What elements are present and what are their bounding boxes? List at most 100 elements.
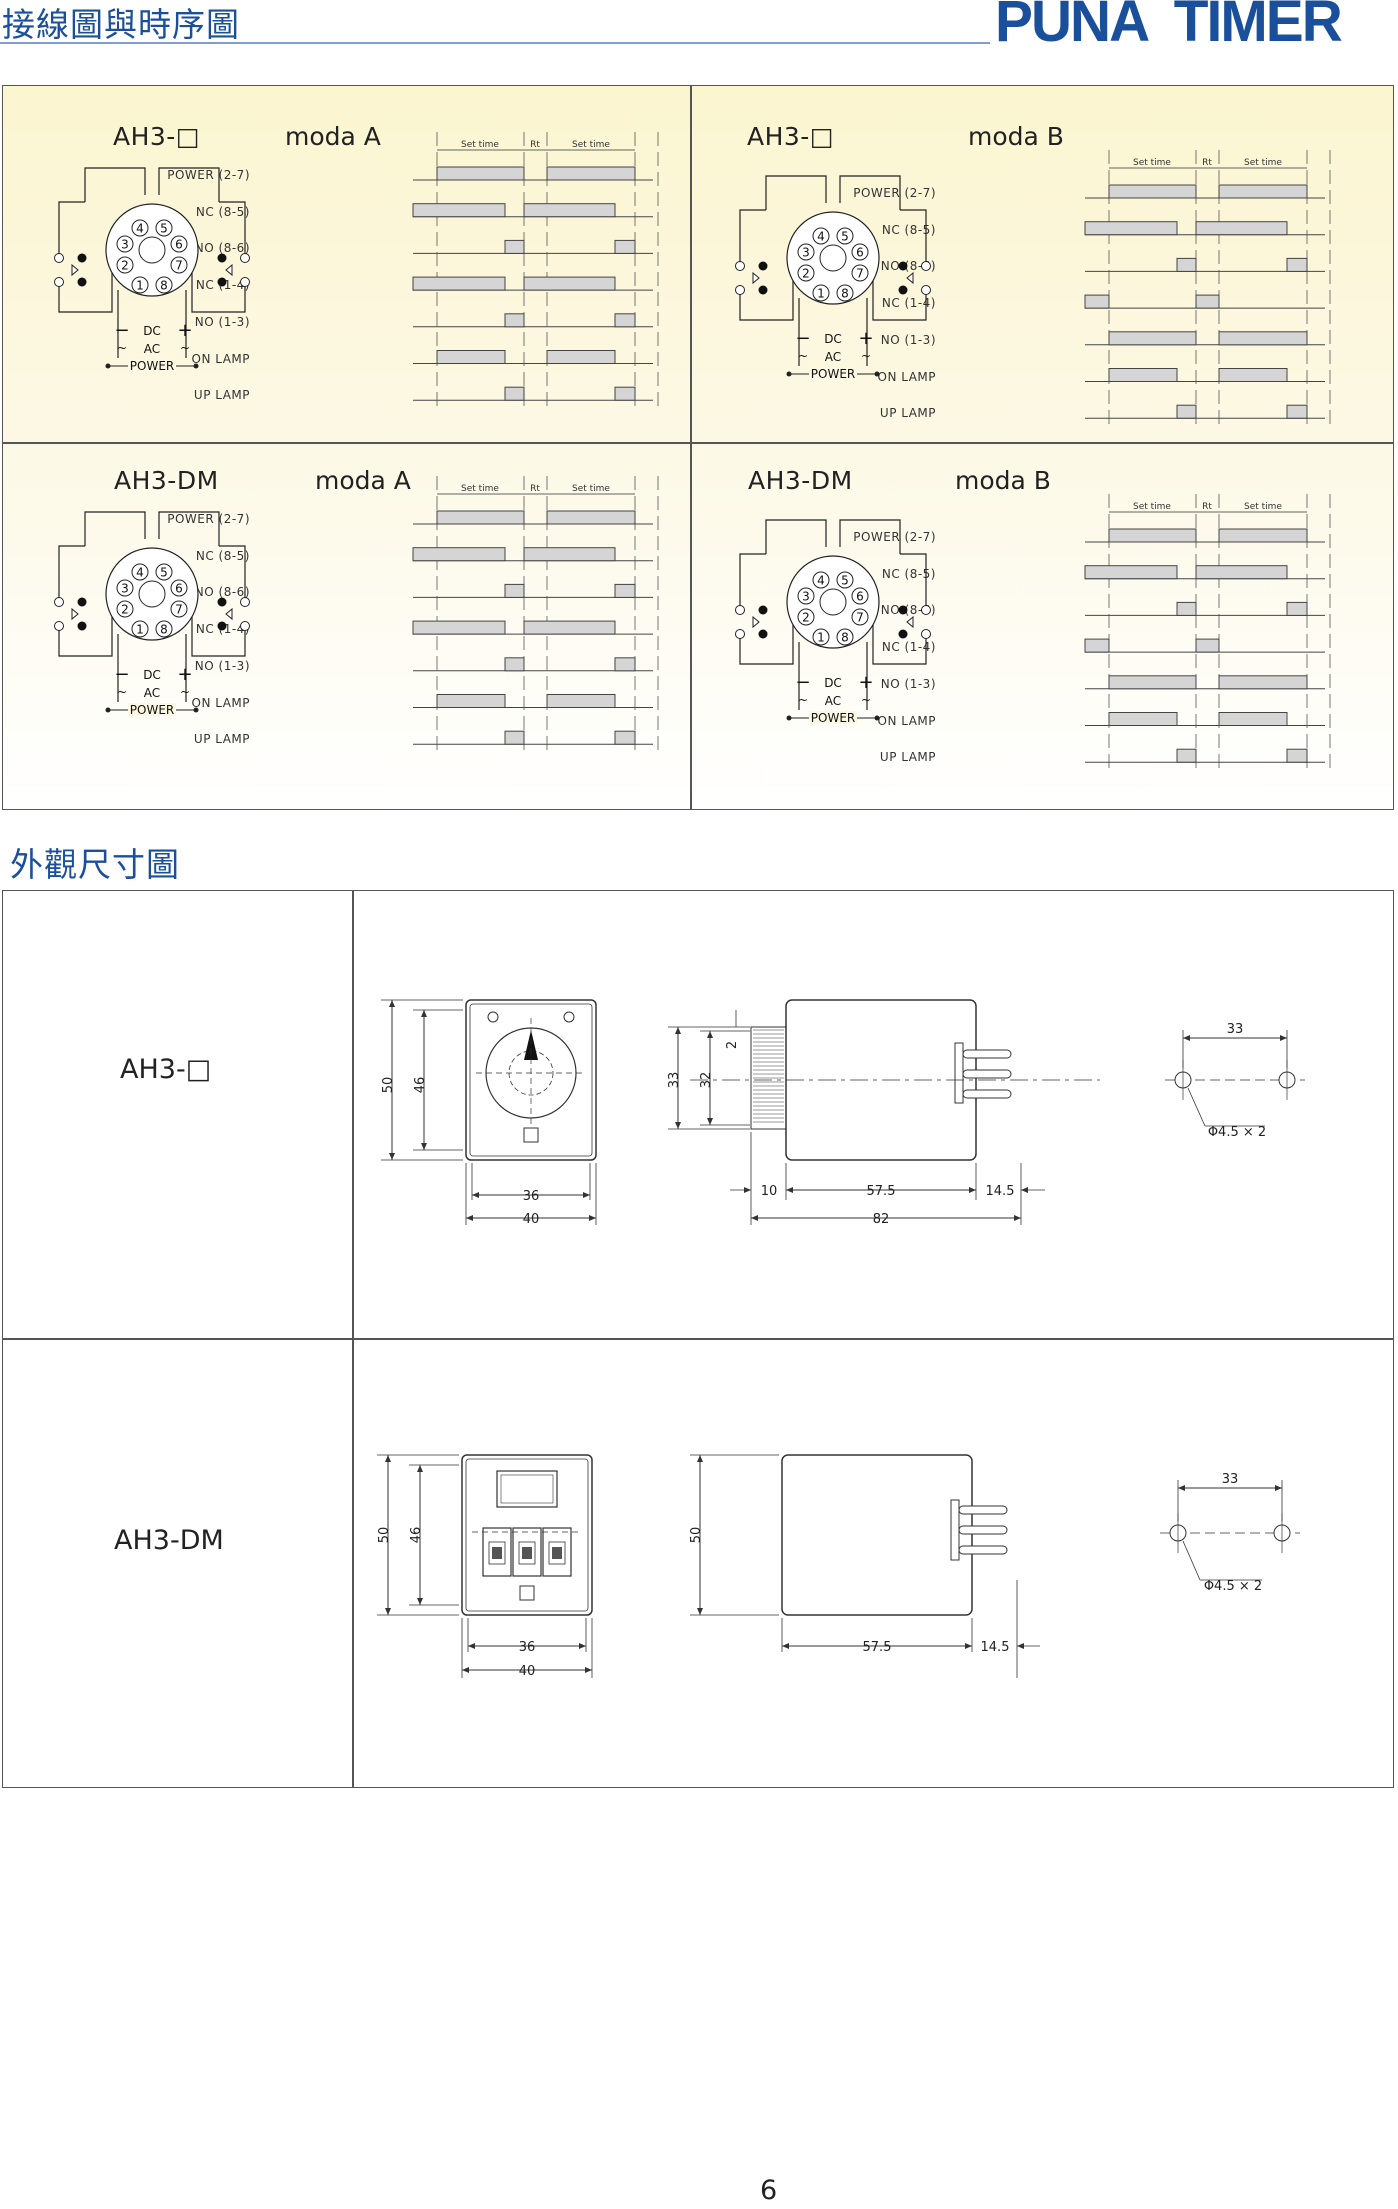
pin-number: 1 (817, 287, 825, 301)
plus-sign: + (177, 320, 192, 341)
arrowhead (1275, 1485, 1282, 1491)
terminal-dot (193, 363, 199, 369)
dim-value: 46 (413, 1077, 428, 1094)
contact-open-icon (240, 277, 250, 287)
socket-pin (797, 243, 815, 261)
pin-number: 4 (136, 566, 144, 580)
signal-label: NC (8-5) (195, 548, 250, 563)
dim-value: 2 (725, 1041, 740, 1049)
signal-label: NO (1-3) (880, 676, 936, 691)
timing-pulse (546, 350, 616, 364)
pin-number: 5 (841, 230, 849, 244)
contact-open-icon (240, 597, 250, 607)
pin-number: 3 (802, 246, 810, 260)
arrowhead (466, 1215, 473, 1221)
signal-label: NO (8-6) (880, 603, 936, 618)
contact-open-icon (921, 261, 931, 271)
arrowhead (468, 1643, 475, 1649)
indicator-lamp (523, 1127, 539, 1143)
arrowhead (697, 1455, 703, 1462)
socket-pin (131, 563, 149, 581)
timing-pulse (1218, 528, 1308, 543)
arrowhead (965, 1643, 972, 1649)
wire (191, 272, 246, 313)
contact-open-icon (921, 605, 931, 615)
socket-pin (170, 256, 188, 274)
minus-sign: − (114, 320, 129, 341)
contact-closed-icon (898, 605, 908, 615)
dc-label: DC (824, 332, 842, 346)
signal-label: NC (8-5) (195, 204, 250, 219)
pin-number: 1 (136, 279, 144, 293)
contact-closed-icon (77, 253, 87, 263)
pin-number: 4 (136, 222, 144, 236)
socket-key (138, 236, 166, 264)
socket-pin (812, 628, 830, 646)
screw-icon (563, 1011, 575, 1023)
wire (900, 209, 927, 266)
wire (58, 545, 85, 602)
socket-pin (836, 571, 854, 589)
contact-open-icon (921, 629, 931, 639)
socket-pin (797, 587, 815, 605)
tilde-sign: ~ (117, 685, 127, 699)
contact-open-icon (735, 629, 745, 639)
dim-value: 36 (523, 1189, 540, 1204)
timing-pulse (504, 313, 525, 328)
brand-logo: PUNA TIMER (995, 0, 1343, 54)
arrowhead (707, 1118, 713, 1125)
arrowhead (1178, 1485, 1185, 1491)
pin-number: 2 (802, 611, 810, 625)
panel-divider-vertical (690, 85, 692, 810)
arrowhead (385, 1455, 391, 1462)
wire (739, 624, 794, 665)
socket-pin (851, 587, 869, 605)
arrowhead (462, 1667, 469, 1673)
wire (58, 201, 85, 258)
pointer-icon (524, 1030, 538, 1060)
wire (739, 280, 794, 321)
rt-label: Rt (530, 140, 540, 150)
signal-label: POWER (2-7) (853, 186, 936, 200)
mode-label-1: moda A (285, 122, 381, 151)
socket-key (819, 588, 847, 616)
socket-pin (812, 227, 830, 245)
pin-number: 8 (160, 279, 168, 293)
contact-open-icon (54, 621, 64, 631)
tilde-sign: ~ (861, 693, 871, 707)
timing-pulse (1286, 748, 1308, 763)
pin-number: 5 (160, 566, 168, 580)
socket-pin (116, 256, 134, 274)
arrowhead (472, 1192, 479, 1198)
contact-arrow-icon (71, 263, 79, 277)
contact-arrow-icon (906, 271, 914, 285)
socket-pin (155, 563, 173, 581)
timing-pulse (436, 510, 525, 525)
timing-pulse (1286, 404, 1308, 419)
arrowhead (421, 1143, 427, 1150)
signal-label: NC (1-4) (881, 296, 936, 311)
pin-number: 3 (802, 590, 810, 604)
wire (739, 553, 766, 610)
page-number: 6 (760, 2175, 778, 2206)
arrowhead (417, 1598, 423, 1605)
mode-label-4: moda B (955, 466, 1051, 495)
dim-value: 40 (523, 1212, 540, 1227)
digit-switch-digit (552, 1547, 562, 1559)
arrowhead (589, 1215, 596, 1221)
timing-pulse (504, 239, 525, 254)
plus-sign: + (858, 328, 873, 349)
contact-arrow-icon (906, 615, 914, 629)
socket-pin (155, 620, 173, 638)
contact-closed-icon (898, 261, 908, 271)
power-label-bg (128, 359, 176, 372)
contact-closed-icon (77, 597, 87, 607)
header-rule (0, 42, 990, 44)
digit-switch-digit (492, 1547, 502, 1559)
screw-icon (487, 1011, 499, 1023)
dim-value: 14.5 (986, 1184, 1015, 1199)
pin-number: 8 (841, 631, 849, 645)
dim-value: 10 (761, 1184, 778, 1199)
